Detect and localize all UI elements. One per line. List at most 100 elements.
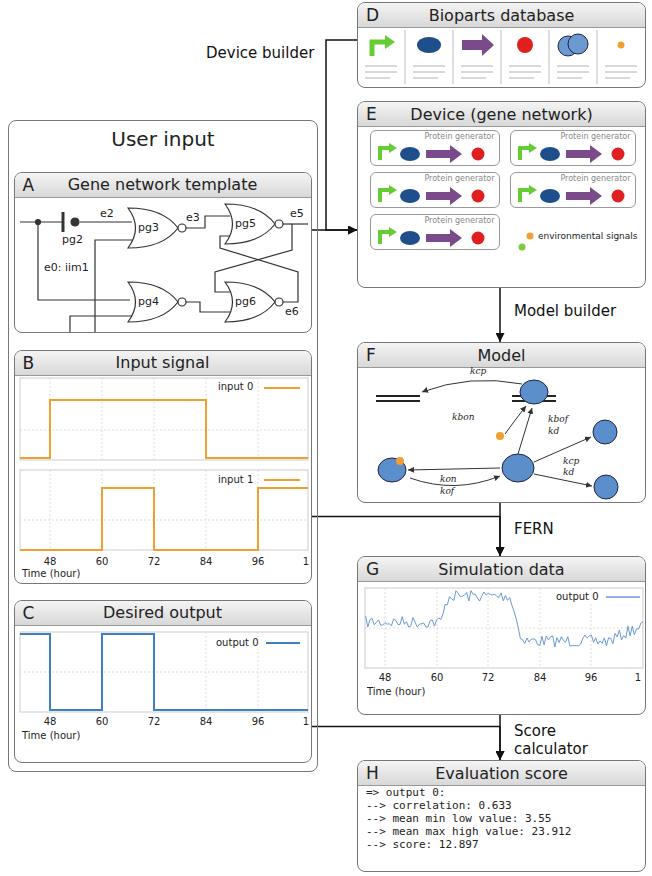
axis-label: 72 [482,672,495,684]
gate-label: pg6 [235,296,256,309]
protein-generator-box: Protein generator [510,130,636,166]
panel: AGene network template [14,172,312,333]
panel-title: Bioparts database [388,6,645,25]
axis-label: Time (hour) [22,730,80,742]
panel-header: HEvaluation score [358,761,645,786]
panel-title: Simulation data [388,560,645,579]
panel-letter: A [15,175,45,195]
connector-label: Score calculator [512,722,626,758]
panel-letter: H [358,763,388,783]
frame-title: User input [9,127,317,151]
axis-label: input 0 [218,381,253,393]
panel-letter: G [358,559,388,579]
axis-label: Time (hour) [22,568,80,580]
gate-label: e0: iim1 [44,262,89,275]
panel-header: EDevice (gene network) [358,102,645,127]
simulation-plot [365,588,643,668]
axis-label: Time (hour) [367,686,425,698]
panel-header: FModel [358,343,645,368]
connector [312,517,501,557]
rate-label: kd [548,426,559,436]
panel-title: Input signal [45,353,311,372]
protein-generator-box: Protein generator [370,172,500,208]
gate-label: e5 [290,208,304,221]
axis-label: 60 [96,716,109,728]
score-line: => output 0: [358,786,645,799]
axis-label: 48 [44,556,57,568]
panel-header: GSimulation data [358,557,645,582]
panel: BInput signal [14,350,312,584]
legend-note: environmental signals [538,231,638,241]
axis-label: input 1 [218,474,253,486]
box-label: Protein generator [511,131,635,142]
axis-label: 60 [431,672,444,684]
rate-label: kbof [548,414,568,424]
input-plots [20,378,308,550]
axis-label: output 0 [216,637,259,649]
panel-letter: E [358,104,388,124]
connector [499,288,501,342]
axis-label: 48 [379,672,392,684]
gate-label: pg3 [138,222,159,235]
panel-title: Evaluation score [388,764,645,783]
rate-label: kon [440,474,457,484]
connector-label: Model builder [512,302,618,320]
box-label: Protein generator [371,131,499,142]
axis-label: 96 [585,672,598,684]
gate-label: e2 [100,208,114,221]
score-line: --> mean max high value: 23.912 [358,825,645,838]
axis-label: 1 [303,556,309,568]
panel: HEvaluation score=> output 0:--> correla… [357,760,646,872]
panel-letter: B [15,353,45,373]
panel: DBioparts database [357,2,646,88]
panel-title: Gene network template [45,175,311,194]
axis-label: 84 [200,716,213,728]
gate-label: e3 [186,212,200,225]
connector-label: FERN [512,520,556,538]
panel-letter: F [358,345,388,365]
rate-label: kd [563,467,574,477]
connector-label: Device builder [204,44,316,62]
panel-letter: D [358,5,388,25]
score-line: --> mean min low value: 3.55 [358,812,645,825]
score-line: --> score: 12.897 [358,838,645,851]
rate-label: kcp [470,366,486,376]
connector [312,229,358,231]
box-label: Protein generator [371,173,499,184]
rate-label: kbon [452,412,474,422]
panel: EDevice (gene network)Protein generatorP… [357,101,646,288]
score-line: --> correlation: 0.633 [358,799,645,812]
box-label: Protein generator [371,215,499,226]
axis-label: 60 [96,556,109,568]
gate-label: pg5 [235,218,256,231]
axis-label: 48 [44,716,57,728]
axis-label: 84 [200,556,213,568]
panel-header: CDesired output [15,601,311,626]
panel-title: Device (gene network) [388,105,645,124]
panel-title: Desired output [45,603,311,622]
panel-header: BInput signal [15,351,311,376]
axis-label: 1 [303,716,309,728]
gate-label: e6 [285,306,299,319]
panel: FModel [357,342,646,503]
gate-label: pg4 [138,296,159,309]
output-plot [20,632,308,712]
rate-label: kof [440,486,454,496]
bioparts-icons [365,30,637,84]
box-label: Protein generator [511,173,635,184]
axis-label: 84 [534,672,547,684]
input-frame: User inputAGene network templateBInput s… [8,120,318,772]
connector [312,727,501,761]
axis-label: output 0 [556,591,599,603]
panel-header: DBioparts database [358,3,645,28]
rate-label: kcp [563,456,579,466]
protein-generator-box: Protein generator [370,214,500,250]
axis-label: 72 [148,556,161,568]
connector [326,40,357,230]
model-illustration [376,380,618,499]
axis-label: 96 [252,556,265,568]
panel-title: Model [388,346,645,365]
protein-generator-box: Protein generator [370,130,500,166]
axis-label: 72 [148,716,161,728]
axis-label: 1 [635,672,641,684]
